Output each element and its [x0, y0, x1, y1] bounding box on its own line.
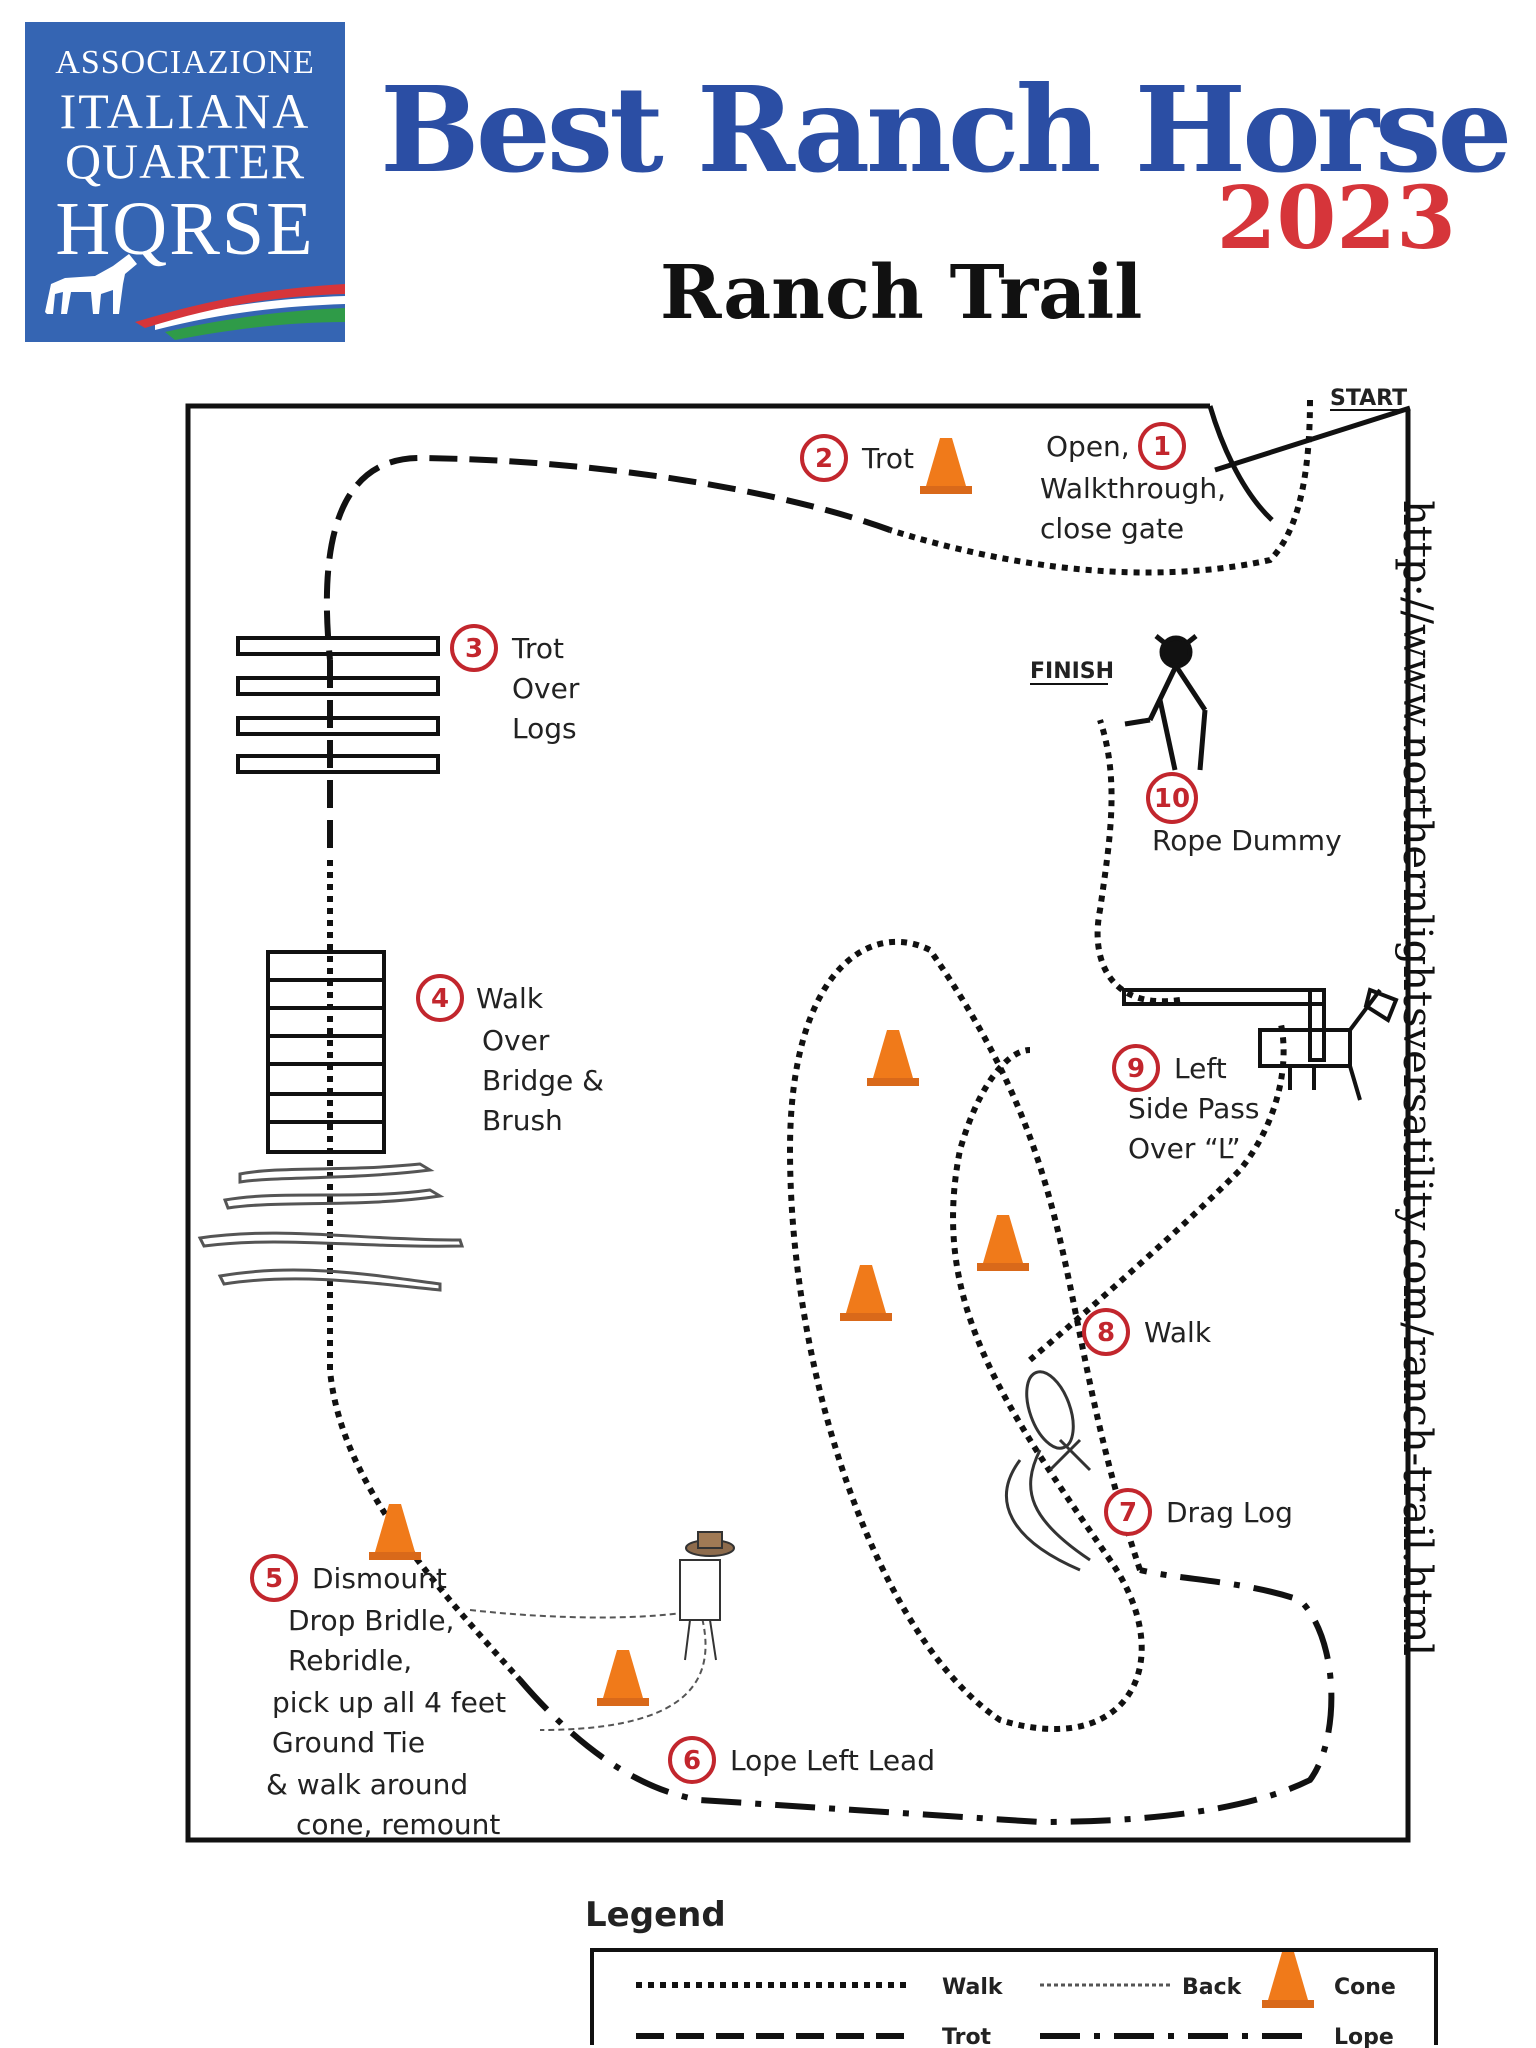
obstacle-3-line-3: Logs — [512, 712, 577, 745]
legend-title: Legend — [585, 1895, 726, 1935]
obstacle-9-line-1: Left — [1174, 1052, 1227, 1085]
obstacle-5-line-3: Rebridle, — [288, 1644, 412, 1677]
obstacle-10-badge — [1146, 772, 1198, 824]
obstacle-7-badge — [1104, 1488, 1152, 1536]
obstacle-9-line-2: Side Pass — [1128, 1092, 1259, 1125]
brush — [197, 1162, 465, 1292]
drag-log — [1005, 1370, 1092, 1572]
obstacle-5-line-5: Ground Tie — [272, 1726, 425, 1759]
legend-lope-label: Lope — [1334, 2025, 1394, 2048]
horse-silhouette-icon — [45, 254, 137, 314]
obstacle-2-badge — [800, 434, 848, 482]
page-year: 2023 — [1216, 168, 1456, 269]
logo-graphics — [45, 254, 345, 340]
logo-white-stripe — [155, 296, 345, 330]
legend-cone-label: Cone — [1334, 1975, 1396, 2000]
legend-trot-label: Trot — [942, 2025, 992, 2048]
logo-red-stripe — [135, 284, 345, 328]
legend-walk-label: Walk — [942, 1975, 1004, 2000]
cowboy-figure — [679, 1531, 735, 1661]
obstacle-8-badge — [1082, 1308, 1130, 1356]
roping-dummy — [1124, 634, 1208, 771]
obstacle-4-line-2: Over — [482, 1024, 550, 1057]
obstacle-6-number: 6 — [683, 1746, 701, 1776]
horse-figure — [1258, 987, 1399, 1101]
cone-back — [597, 1650, 649, 1706]
obstacle-4-badge — [416, 974, 464, 1022]
walk-path-to-finish — [1094, 719, 1181, 1005]
cone-2 — [977, 1215, 1029, 1271]
obstacle-3-badge — [450, 624, 498, 672]
obstacle-4-line-3: Bridge & — [482, 1064, 604, 1097]
obstacle-4-number: 4 — [431, 984, 449, 1014]
obstacle-9-line-3: Over “L” — [1128, 1132, 1241, 1165]
trot-logs — [236, 636, 440, 774]
obstacle-2-line-1: Trot — [861, 442, 914, 475]
obstacle-2-number: 2 — [815, 444, 833, 474]
association-logo: ASSOCIAZIONE ITALIANA QUARTER HQRSE — [25, 22, 345, 342]
obstacle-6-badge — [668, 1736, 716, 1784]
obstacle-3-line-1: Trot — [511, 632, 564, 665]
obstacle-4-line-4: Brush — [482, 1104, 563, 1137]
obstacle-10-number: 10 — [1154, 784, 1190, 814]
logo-line-4: HQRSE — [55, 187, 315, 271]
obstacle-7-number: 7 — [1119, 1498, 1137, 1528]
obstacle-5-line-1: Dismount — [312, 1562, 447, 1595]
obstacle-5-line-4: pick up all 4 feet — [272, 1686, 506, 1719]
trot-path-logs — [323, 454, 892, 661]
obstacle-9-badge — [1112, 1044, 1160, 1092]
obstacle-3-number: 3 — [465, 634, 483, 664]
obstacle-5-line-7: cone, remount — [296, 1808, 500, 1841]
obstacle-3-line-2: Over — [512, 672, 580, 705]
walk-path-start — [889, 399, 1313, 576]
legend-cone-icon — [1262, 1952, 1314, 2008]
obstacle-5-number: 5 — [265, 1564, 283, 1594]
logo-line-3: QUARTER — [64, 133, 306, 189]
obstacle-1-line-3: close gate — [1040, 512, 1184, 545]
walk-path-serpentine — [786, 938, 1145, 1733]
obstacle-5-badge — [250, 1554, 298, 1602]
obstacle-6-line-1: Lope Left Lead — [730, 1744, 935, 1777]
logo-line-1: ASSOCIAZIONE — [55, 44, 315, 81]
start-gate — [1207, 405, 1411, 522]
obstacle-5-line-2: Drop Bridle, — [288, 1604, 454, 1637]
obstacle-1-line-1: Open, — [1046, 430, 1130, 463]
obstacle-1-line-2: Walkthrough, — [1040, 472, 1226, 505]
finish-label: FINISH — [1030, 659, 1114, 684]
obstacle-7-line-1: Drag Log — [1166, 1496, 1293, 1529]
obstacle-1-badge — [1138, 422, 1186, 470]
page-subtitle: Ranch Trail — [660, 250, 1143, 336]
bridge — [266, 950, 386, 1154]
obstacle-10-line-1: Rope Dummy — [1152, 824, 1342, 857]
obstacle-1-number: 1 — [1153, 432, 1171, 462]
cone-3 — [840, 1265, 892, 1321]
walk-path-to-sidepass — [1028, 1019, 1287, 1363]
arena-border — [185, 403, 1411, 1843]
obstacle-8-line-1: Walk — [1144, 1316, 1212, 1349]
obstacle-5-line-6: & walk around — [266, 1768, 468, 1801]
cone-obstacle-2 — [920, 438, 972, 494]
page-title: Best Ranch Horse — [380, 60, 1512, 199]
logo-green-stripe — [165, 308, 345, 340]
lope-path — [517, 1567, 1335, 1826]
start-label: START — [1330, 386, 1407, 411]
cone-1 — [867, 1030, 919, 1086]
obstacle-9-number: 9 — [1127, 1054, 1145, 1084]
legend-box: Walk Back Cone Trot Lope — [590, 1948, 1438, 2048]
obstacle-4-line-1: Walk — [476, 982, 544, 1015]
obstacle-8-number: 8 — [1097, 1318, 1115, 1348]
legend-back-label: Back — [1182, 1975, 1243, 2000]
logo-line-2: ITALIANA — [59, 83, 311, 139]
sidepass-L — [1122, 988, 1326, 1062]
cone-obstacle-5 — [369, 1504, 421, 1560]
